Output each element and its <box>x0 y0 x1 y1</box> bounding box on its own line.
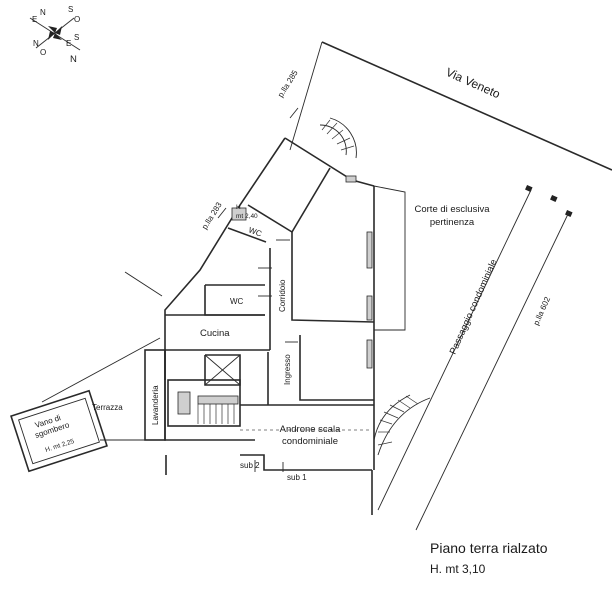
sub-1-label: sub 1 <box>287 473 307 482</box>
compass-letter: O <box>40 48 46 57</box>
corte-label: Corte di esclusiva <box>415 204 491 215</box>
room-wc-small: WC <box>247 225 263 238</box>
corte-label-2: pertinenza <box>430 217 475 228</box>
compass-letter: S <box>74 33 79 42</box>
external-stair-bottom <box>373 394 431 456</box>
room-androne-2: condominiale <box>282 436 338 447</box>
parcel-label-285: p.lla 285 <box>276 68 300 99</box>
compass-letter: N <box>33 39 39 48</box>
bottom-walls <box>165 455 373 515</box>
terrace-area <box>10 349 166 473</box>
compass-letter: E <box>32 15 37 24</box>
street-label-via-veneto: Via Veneto <box>444 65 503 101</box>
compass-north: N <box>70 54 77 65</box>
compass-letter: S <box>68 5 73 14</box>
parcel-label-602: p.lla 602 <box>532 295 553 327</box>
room-terrazza: Terrazza <box>92 403 123 412</box>
compass-letter: N <box>40 8 46 17</box>
compass-rose: N E S O E S N O N <box>29 5 81 65</box>
h-mark-value: mt 2,40 <box>236 213 258 220</box>
sub-2-label: sub 2 <box>240 461 260 470</box>
h-mark: H <box>236 204 241 211</box>
apartment-walls <box>164 137 375 470</box>
external-stair-top <box>319 117 357 159</box>
compass-letter: O <box>74 15 80 24</box>
room-wc: WC <box>230 297 244 306</box>
plan-title: Piano terra rialzato <box>430 540 548 556</box>
stairwell <box>167 379 374 471</box>
room-cucina: Cucina <box>200 328 230 339</box>
room-androne: Androne scala <box>280 424 341 435</box>
compass-letter: E <box>66 39 71 48</box>
plan-height: H. mt 3,10 <box>430 562 486 576</box>
room-ingresso: Ingresso <box>283 354 292 385</box>
site-boundaries <box>41 41 612 531</box>
stair-steps <box>197 404 235 424</box>
corte-boundary <box>373 185 406 331</box>
room-lavanderia: Lavanderia <box>151 385 160 425</box>
passaggio-label: Passaggio condominiale <box>448 258 500 357</box>
room-corridoio: Corridoio <box>278 279 287 312</box>
